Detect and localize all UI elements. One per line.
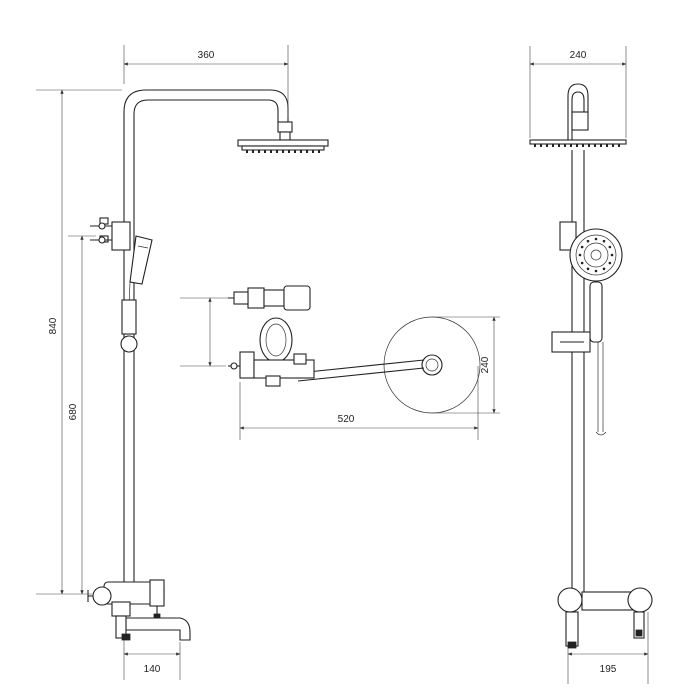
dimension-front-arm-width: 360 [123, 45, 289, 118]
nozzle-mark [540, 144, 542, 147]
top-shower-head [383, 316, 481, 414]
hand-nozzle-mark [602, 267, 606, 271]
top-hand-shower [259, 317, 293, 363]
dimension-front-mount-height: 680 [68, 235, 96, 595]
dimension-label-520: 520 [338, 414, 355, 425]
nozzle-mark [594, 144, 596, 147]
hand-nozzle-mark [578, 253, 582, 257]
dimension-top-head-diameter: 240 [432, 316, 500, 414]
hand-nozzle-mark [610, 253, 614, 257]
hand-nozzle-mark [608, 261, 612, 265]
dimension-label-840: 840 [48, 317, 59, 334]
dimension-label-240-top: 240 [480, 356, 491, 373]
nozzle-mark [306, 150, 308, 153]
hand-nozzle-mark [580, 261, 584, 265]
dimension-front-spout-width: 140 [123, 640, 181, 680]
top-view: 520 240 [180, 285, 500, 440]
hand-nozzle-mark [594, 269, 598, 273]
nozzle-mark [300, 150, 302, 153]
side-view: 240 195 [529, 46, 653, 684]
top-bracket [228, 285, 311, 311]
hand-nozzle-mark [580, 245, 584, 249]
hand-nozzle-mark [586, 267, 590, 271]
side-slide-holder [551, 331, 591, 353]
dimension-side-base-width: 195 [567, 612, 649, 684]
front-view: 360 840 680 140 [36, 45, 329, 680]
dimension-label-140: 140 [144, 664, 161, 675]
nozzle-mark [270, 150, 272, 153]
side-hand-shower-face [569, 228, 623, 282]
nozzle-mark [318, 150, 320, 153]
nozzle-mark [246, 150, 248, 153]
hand-shower [129, 235, 153, 285]
nozzle-mark [276, 150, 278, 153]
dimension-front-total-height: 840 [36, 89, 122, 595]
nozzle-mark [618, 144, 620, 147]
nozzle-mark [582, 144, 584, 147]
nozzle-mark [258, 150, 260, 153]
nozzle-mark [552, 144, 554, 147]
dimension-label-680: 680 [68, 403, 79, 420]
nozzle-mark [282, 150, 284, 153]
nozzle-mark [294, 150, 296, 153]
side-rain-shower-head [529, 139, 627, 147]
nozzle-mark [288, 150, 290, 153]
nozzle-mark [600, 144, 602, 147]
slide-bracket [90, 217, 131, 251]
rain-shower-head [237, 139, 329, 153]
dimension-top-left-reference [180, 297, 234, 367]
hand-nozzle-mark [602, 239, 606, 243]
dimension-label-240-side: 240 [570, 50, 587, 61]
hand-nozzle-mark [608, 245, 612, 249]
nozzle-mark [612, 144, 614, 147]
nozzle-mark [264, 150, 266, 153]
dimension-side-head-width: 240 [529, 46, 627, 138]
nozzle-mark [588, 144, 590, 147]
side-mixer [557, 587, 653, 649]
slide-holder [120, 299, 138, 353]
nozzle-mark [546, 144, 548, 147]
dimension-top-arm-length: 520 [239, 366, 479, 440]
top-mixer [228, 351, 315, 387]
mixer-valve [87, 579, 165, 641]
nozzle-mark [534, 144, 536, 147]
nozzle-mark [558, 144, 560, 147]
dimension-label-195: 195 [600, 664, 617, 675]
hand-nozzle-mark [594, 237, 598, 241]
nozzle-mark [570, 144, 572, 147]
nozzle-mark [564, 144, 566, 147]
hand-nozzle-mark [586, 239, 590, 243]
nozzle-mark [576, 144, 578, 147]
nozzle-mark [312, 150, 314, 153]
dimension-label-360: 360 [198, 50, 215, 61]
tub-spout [125, 617, 191, 641]
nozzle-mark [252, 150, 254, 153]
nozzle-mark [606, 144, 608, 147]
